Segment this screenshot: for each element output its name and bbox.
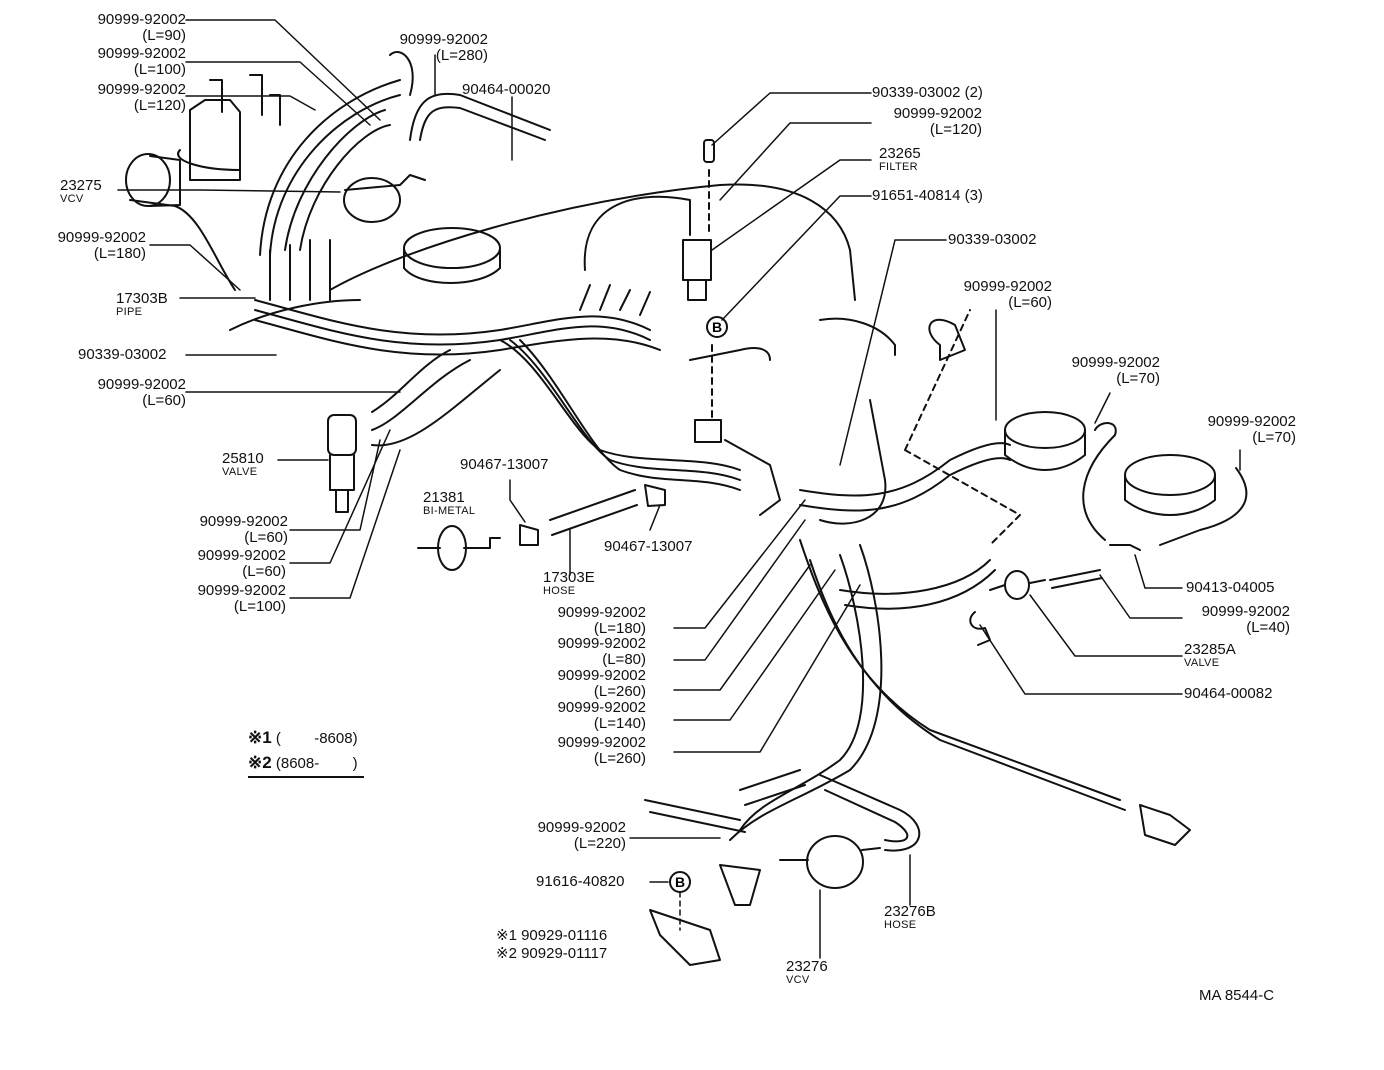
svg-text:B: B — [712, 319, 722, 335]
label-90999-92002-l180b: 90999-92002(L=180) — [557, 604, 646, 637]
label-90999-92002-l100a: 90999-92002(L=100) — [97, 45, 186, 78]
label-90999-92002-l180a: 90999-92002(L=180) — [57, 229, 146, 262]
filter-23265-drawing — [583, 139, 771, 421]
label-90999-92002-l60b: 90999-92002(L=60) — [199, 513, 288, 546]
label-91651-40814: 91651-40814 (3) — [872, 187, 983, 204]
label-90999-92002-l90: 90999-92002(L=90) — [97, 11, 186, 44]
legend-row-2: ※2 (8608- ) — [248, 751, 364, 778]
label-90413-04005: 90413-04005 — [1186, 579, 1275, 596]
label-90999-92002-l70b: 90999-92002(L=70) — [1207, 413, 1296, 446]
label-90339-03002-x2: 90339-03002 (2) — [872, 84, 983, 101]
callout-b-upper: B — [706, 316, 728, 338]
pipe-assembly-drawing — [254, 239, 781, 516]
label-90999-92002-l100b: 90999-92002(L=100) — [197, 582, 286, 615]
label-90999-92002-l60d: 90999-92002(L=60) — [963, 278, 1052, 311]
lower-long-hoses-drawing — [729, 399, 1191, 846]
label-90999-92002-l80: 90999-92002(L=80) — [557, 635, 646, 668]
legend-row-1: ※1 ( -8608) — [248, 728, 358, 747]
valve-25810-drawing — [327, 349, 501, 513]
label-90339-03002-right: 90339-03002 — [948, 231, 1037, 248]
production-date-legend: ※1 ( -8608) ※2 (8608- ) — [248, 726, 364, 778]
clip-00082-drawing — [969, 611, 991, 646]
label-90999-92002-l40: 90999-92002(L=40) — [1201, 603, 1290, 636]
label-90999-92002-l120a: 90999-92002(L=120) — [97, 81, 186, 114]
label-90467-13007-right: 90467-13007 — [604, 538, 693, 555]
label-90999-92002-l220: 90999-92002(L=220) — [537, 819, 626, 852]
label-90999-92002-l140: 90999-92002(L=140) — [557, 699, 646, 732]
svg-text:B: B — [675, 874, 685, 890]
label-90999-92002-l280: 90999-92002(L=280) — [399, 31, 488, 64]
distributor-cap-drawing — [177, 74, 281, 181]
label-90999-92002-l60a: 90999-92002(L=60) — [97, 376, 186, 409]
label-90464-00082: 90464-00082 — [1184, 685, 1273, 702]
label-90999-92002-l70a: 90999-92002(L=70) — [1071, 354, 1160, 387]
bimetal-and-hose-drawing — [417, 484, 666, 571]
label-90929-01116: ※1 90929-01116 — [496, 927, 608, 944]
label-91616-40820: 91616-40820 — [536, 873, 625, 890]
label-90999-92002-l260b: 90999-92002(L=260) — [557, 734, 646, 767]
intake-plenum-drawing — [229, 183, 896, 356]
right-diaphragm-valves-drawing — [904, 309, 1248, 600]
callout-b-lower: B — [669, 871, 691, 893]
label-90999-92002-l260a: 90999-92002(L=260) — [557, 667, 646, 700]
vcv-23276-drawing — [644, 769, 921, 966]
label-90999-92002-l120b: 90999-92002(L=120) — [893, 105, 982, 138]
label-90929-01117: ※2 90929-01117 — [496, 945, 608, 962]
label-90339-03002-left: 90339-03002 — [78, 346, 167, 363]
vcv-23275-drawing — [125, 153, 236, 291]
leader-lines — [117, 19, 1241, 959]
label-90999-92002-l60c: 90999-92002(L=60) — [197, 547, 286, 580]
figure-id: MA 8544-C — [1199, 987, 1275, 1004]
label-90467-13007-left: 90467-13007 — [460, 456, 549, 473]
label-90464-00020: 90464-00020 — [462, 81, 551, 98]
upper-hoses-drawing — [259, 50, 551, 256]
